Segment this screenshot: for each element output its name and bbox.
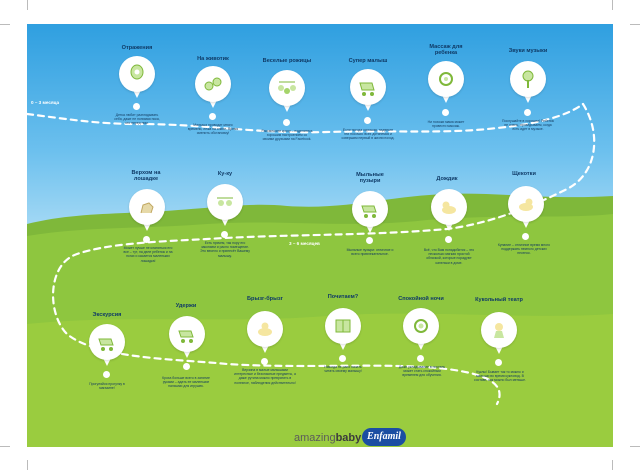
path-dot: [524, 109, 531, 116]
desc-music: Послушайте в хорошее! Ребенок не очень, …: [502, 119, 554, 132]
path-dot: [261, 358, 268, 365]
pin-massage: [428, 61, 464, 107]
puppet-icon: [494, 323, 504, 338]
landscape-background: [27, 102, 613, 447]
title-rain: Дождик: [436, 176, 458, 182]
pin-good-night: [403, 308, 439, 354]
desc-puppet-theater: Куклы! Бывает так то можно и малыши во в…: [474, 370, 526, 383]
pin-super-baby: [350, 69, 386, 115]
title-good-night: Спокойной ночи: [398, 296, 444, 302]
desc-happy-faces: Рассмешите кроху – поделитесь хорошим на…: [261, 129, 313, 142]
bath-duck-icon: [258, 322, 272, 336]
desc-massage: Ни похожи мама может провести массаж.: [427, 120, 465, 129]
pin-read: [325, 308, 361, 354]
duck2-icon: [519, 198, 533, 211]
title-splash: Брызг-брызг: [247, 296, 283, 302]
mobile-icon: [278, 81, 296, 94]
path-dot: [495, 359, 502, 366]
path-dot: [183, 363, 190, 370]
stroller2-icon: [98, 338, 114, 351]
age-label-0-3: 0 – 3 месяца: [31, 100, 60, 105]
pin-peekaboo: [207, 184, 243, 230]
path-dot: [366, 237, 373, 244]
desc-reflections: Детка любит разглядывать себя, даже не п…: [114, 113, 160, 126]
desc-rain: Всё, что Вам понадобится – это несколько…: [423, 248, 475, 265]
tummy-icon: [204, 77, 222, 91]
book-icon: [335, 319, 351, 333]
pin-rain: [431, 189, 467, 235]
title-excursion: Экскурсия: [92, 312, 122, 318]
path-dot: [417, 355, 424, 362]
path-dot: [339, 355, 346, 362]
title-super-baby: Супер малыш: [348, 58, 388, 64]
title-hold: Удержи: [175, 303, 197, 309]
path-dot: [442, 109, 449, 116]
path-dot: [103, 371, 110, 378]
path-dot: [445, 236, 452, 243]
pin-happy-faces: [269, 70, 305, 116]
path-dot: [209, 113, 216, 120]
title-tummy: На животик: [197, 56, 229, 62]
title-bubbles: Мыльные пузыри: [356, 172, 384, 184]
bubbles-stroller-icon: [361, 205, 377, 218]
stroller-icon: [359, 82, 375, 96]
path-dot: [364, 117, 371, 124]
peekaboo-icon: [217, 197, 233, 206]
pin-excursion: [89, 324, 125, 370]
pin-horse: [129, 189, 165, 235]
title-read: Почитаем?: [327, 294, 359, 300]
path-dot: [283, 119, 290, 126]
pin-music: [510, 61, 546, 107]
duck-icon: [442, 201, 456, 214]
path-dot: [133, 103, 140, 110]
desc-bubbles: Мыльные пузыри: отличное и всего привлек…: [346, 248, 394, 257]
age-label-3-6: 3 – 6 месяцев: [289, 241, 320, 246]
desc-tummy: Малыша проводит много времени, лежа на с…: [187, 123, 239, 136]
milestones-poster: 0 – 3 месяца 3 – 6 месяцев Отражения Дет…: [27, 24, 613, 447]
desc-read: Никогда не рано начать читать своему мал…: [324, 365, 362, 374]
mirror-icon: [130, 64, 144, 80]
title-massage: Массаж для ребенка: [429, 44, 463, 56]
desc-excursion: Прогуляйся прогулку в магазине!: [89, 382, 125, 391]
title-peekaboo: Ку-ку: [217, 171, 233, 177]
title-puppet-theater: Кукольный театр: [475, 297, 523, 303]
rattle-icon: [522, 70, 534, 88]
title-tickles: Щекотки: [512, 171, 536, 177]
massage-icon: [439, 72, 453, 86]
horse-icon: [140, 202, 154, 214]
path-dot: [221, 231, 228, 238]
night-rattle-icon: [414, 319, 428, 333]
title-horse: Верхом на лошадке: [131, 170, 161, 182]
desc-super-baby: Если погода хорошая, наденьте эти носочк…: [341, 128, 395, 141]
desc-splash: Верзина в малые малышами интересные и бе…: [234, 368, 296, 385]
path-dot: [143, 236, 150, 243]
path-dot: [522, 233, 529, 240]
pin-hold: [169, 316, 205, 362]
desc-peekaboo: Есть прячем, так нору его закопаем и рас…: [200, 241, 250, 258]
desc-horse: Может лучше не кланяться его все – тут, …: [123, 246, 173, 263]
desc-good-night: Даже укладывание в постель может стать с…: [398, 365, 446, 378]
title-music: Звуки музыки: [508, 48, 548, 54]
title-reflections: Отражения: [121, 45, 153, 51]
pin-puppet-theater: [481, 312, 517, 358]
pin-bubbles: [352, 191, 388, 237]
pin-tickles: [508, 186, 544, 232]
desc-hold: Кроха больше всего в занятие руками – ад…: [162, 376, 210, 389]
pin-splash: [247, 311, 283, 357]
pin-reflections: [119, 56, 155, 102]
title-happy-faces: Веселые рожицы: [262, 58, 312, 64]
enfamil-logo: Enfamil: [362, 428, 406, 446]
desc-tickles: Купание – отличное время много поддержат…: [497, 243, 551, 256]
amazingbaby-logo: amazingbabyот: [294, 432, 367, 444]
pin-tummy: [195, 66, 231, 112]
stroller3-icon: [178, 330, 194, 343]
